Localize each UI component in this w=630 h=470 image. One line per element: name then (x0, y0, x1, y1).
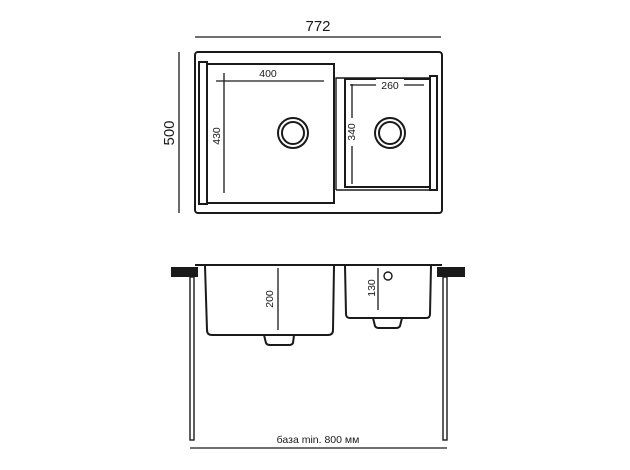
overall-depth-label: 500 (161, 120, 178, 145)
right-bowl-height-label: 130 (366, 279, 378, 297)
left-bowl-profile (204, 265, 335, 336)
label-mask (346, 118, 357, 146)
left-bowl-rim (198, 61, 208, 205)
right-bowl-rim (429, 75, 438, 191)
right-drain-icon (374, 117, 406, 149)
right-bowl-depth-label: 340 (346, 123, 358, 141)
cabinet-base-label: база min. 800 мм (277, 434, 360, 446)
right-drain-profile (372, 317, 403, 329)
overflow-icon (383, 271, 393, 281)
label-mask (376, 79, 404, 90)
left-bowl-height-label: 200 (264, 290, 276, 308)
right-bowl-width-label: 260 (381, 80, 399, 92)
left-drain-profile (263, 334, 295, 346)
right-bowl-profile (344, 265, 432, 319)
left-bowl-width-label: 400 (259, 68, 277, 80)
left-cabinet-wall (189, 276, 195, 441)
left-bowl-depth-label: 430 (211, 127, 223, 145)
right-cabinet-wall (442, 276, 448, 441)
right-countertop (437, 267, 465, 277)
overall-width-label: 772 (305, 18, 330, 35)
side-view: 200 130 база min. 800 мм (171, 264, 465, 449)
top-view: 772 500 400 430 260 340 (161, 18, 443, 214)
left-bowl (206, 63, 335, 204)
sink-outline (194, 51, 443, 214)
left-countertop (171, 267, 198, 277)
left-drain-icon (277, 117, 309, 149)
